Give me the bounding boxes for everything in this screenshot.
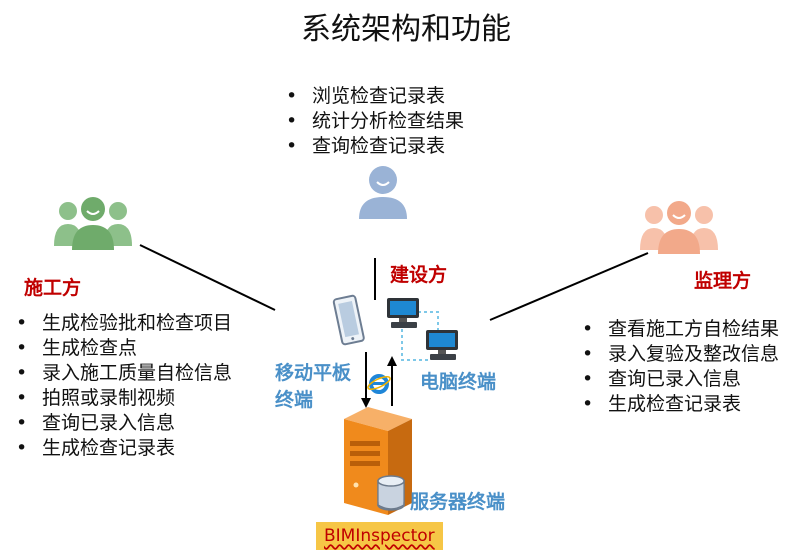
line-supervisor <box>489 252 649 321</box>
arrow-down-head <box>361 398 371 408</box>
list-item: 生成检验批和检查项目 <box>14 311 232 336</box>
network-link <box>401 323 428 361</box>
list-item: 生成检查记录表 <box>580 392 779 417</box>
list-item: 查询已录入信息 <box>580 367 779 392</box>
list-item: 浏览检查记录表 <box>284 84 464 109</box>
list-item: 查看施工方自检结果 <box>580 317 779 342</box>
list-item: 拍照或录制视频 <box>14 386 232 411</box>
tablet-terminal-label-line2: 终端 <box>275 389 314 411</box>
person-icon <box>359 166 407 219</box>
people-group-icon <box>54 197 132 250</box>
computer-icon-2 <box>426 330 458 360</box>
people-group-icon-right <box>640 201 718 254</box>
list-item: 查询检查记录表 <box>284 134 464 159</box>
role-label-supervisor: 监理方 <box>694 270 752 292</box>
owner-function-list: 浏览检查记录表 统计分析检查结果 查询检查记录表 <box>284 84 464 159</box>
role-label-owner: 建设方 <box>390 264 448 286</box>
list-item: 生成检查点 <box>14 336 232 361</box>
list-item: 生成检查记录表 <box>14 436 232 461</box>
database-icon <box>377 475 405 511</box>
list-item: 录入复验及整改信息 <box>580 342 779 367</box>
brand-label: BIMInspector <box>316 522 443 550</box>
browser-icon <box>367 374 391 394</box>
list-item: 录入施工质量自检信息 <box>14 361 232 386</box>
construction-function-list: 生成检验批和检查项目 生成检查点 录入施工质量自检信息 拍照或录制视频 查询已录… <box>14 311 232 461</box>
list-item: 统计分析检查结果 <box>284 109 464 134</box>
line-construction <box>139 244 276 311</box>
arrow-up-head <box>387 356 397 366</box>
supervisor-function-list: 查看施工方自检结果 录入复验及整改信息 查询已录入信息 生成检查记录表 <box>580 317 779 417</box>
list-item: 查询已录入信息 <box>14 411 232 436</box>
network-link-2 <box>412 311 439 330</box>
pc-terminal-label: 电脑终端 <box>420 371 497 393</box>
server-terminal-label: 服务器终端 <box>410 491 506 513</box>
tablet-icon <box>332 294 365 346</box>
role-label-construction: 施工方 <box>24 277 82 299</box>
diagram-title: 系统架构和功能 <box>301 12 511 47</box>
tablet-terminal-label-line1: 移动平板 <box>275 362 352 384</box>
computer-icon <box>387 298 419 328</box>
